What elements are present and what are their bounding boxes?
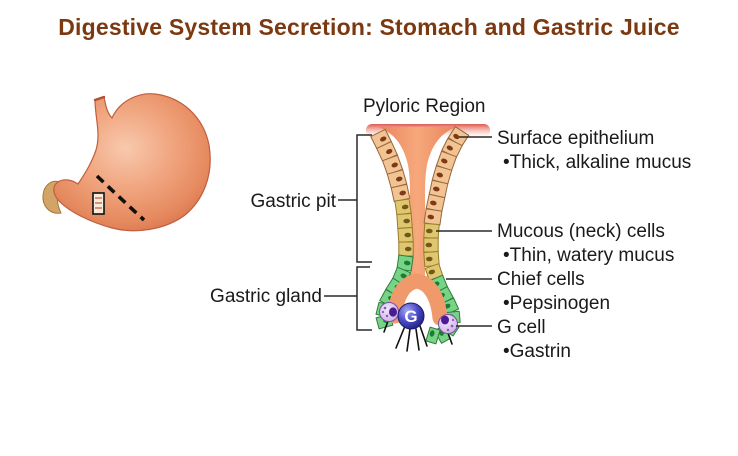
pit-lumen	[378, 127, 456, 278]
pyloric-region-label: Pyloric Region	[363, 96, 486, 117]
chief-cells-secretion: •Pepsinogen	[503, 293, 611, 314]
stomach-illustration	[42, 93, 211, 232]
enteroendocrine-cell-left	[379, 302, 399, 322]
g-cell-letter: G	[404, 307, 417, 326]
page-title: Digestive System Secretion: Stomach and …	[58, 14, 680, 40]
g-cell-legs	[383, 320, 453, 352]
mucous-neck-cells-secretion: •Thin, watery mucus	[503, 245, 675, 266]
gland-base-lumen-arch	[387, 273, 448, 326]
magnified-region-marker	[92, 192, 105, 215]
g-cell-secretion: •Gastrin	[503, 341, 571, 362]
gastric-pit-label: Gastric pit	[250, 191, 336, 212]
mucous-neck-cells-label: Mucous (neck) cells	[497, 221, 665, 242]
chief-cells-label: Chief cells	[497, 269, 585, 290]
gastric-gland-diagram: G	[366, 124, 490, 352]
g-cell-sphere: G	[397, 302, 425, 330]
gastric-gland-label: Gastric gland	[210, 286, 322, 307]
enteroendocrine-cell-right	[438, 314, 458, 334]
surface-epithelium-secretion: •Thick, alkaline mucus	[503, 152, 692, 173]
g-cell-label: G cell	[497, 317, 546, 338]
surface-epithelium-label: Surface epithelium	[497, 128, 655, 149]
esophagus-opening	[93, 95, 106, 102]
section-dashed-line	[95, 174, 146, 222]
